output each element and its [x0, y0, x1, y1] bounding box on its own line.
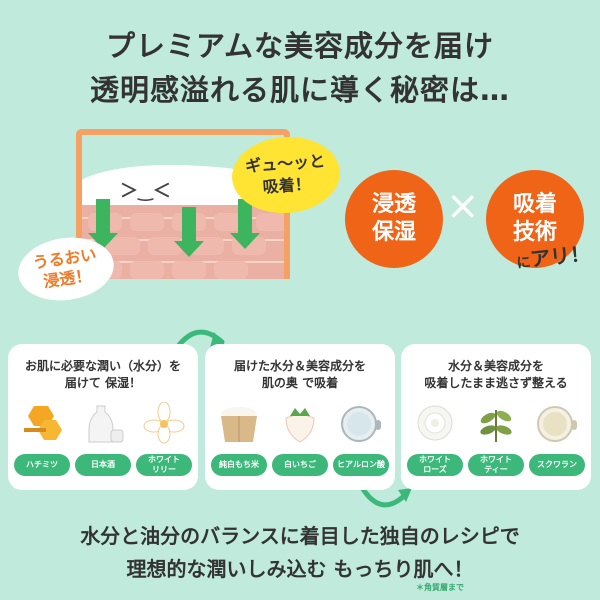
rice-box-icon — [221, 407, 257, 442]
speech-bubble-moisture: うるおい 浸透！ — [14, 231, 118, 307]
ingredient-label: 純白もち米 — [211, 454, 267, 476]
hyaluronic-cup-icon — [341, 406, 381, 442]
card-title-line-1: お肌に必要な潤い（水分）を — [24, 359, 181, 373]
ingredient-label: ホワイト リリー — [136, 454, 192, 476]
summary-line-2: 理想的な潤いしみ込む もっちり肌へ！ — [126, 557, 474, 581]
feature-line-2: 技術 — [512, 220, 557, 245]
squalane-cup-icon — [537, 406, 577, 442]
skin-cell — [172, 261, 206, 279]
feature-line-1: 浸透 — [371, 192, 416, 217]
feature-circle-penetration: 浸透 保湿 — [345, 170, 443, 268]
ingredient-card-absorb: 届けた水分＆美容成分を 肌の奥 で吸着 純白もち米 白いちご ヒアルロン酸 — [205, 344, 395, 490]
card-title-line-1: 水分＆美容成分を — [447, 359, 544, 373]
ingredient-item: ホワイト リリー — [134, 402, 194, 478]
ingredient-item: スクワラン — [527, 402, 587, 478]
skin-cell — [148, 237, 182, 255]
skin-cell — [130, 213, 164, 231]
card-title-line-2: 届けて 保湿！ — [64, 376, 142, 390]
sake-icon — [88, 405, 124, 443]
card-title: お肌に必要な潤い（水分）を 届けて 保湿！ — [8, 358, 198, 392]
ingredient-item: ヒアルロン酸 — [331, 402, 391, 478]
headline-line-2: 透明感溢れる肌に導く秘密は… — [89, 73, 510, 107]
ingredient-item: 日本酒 — [73, 402, 133, 478]
page-headline: プレミアムな美容成分を届け 透明感溢れる肌に導く秘密は… — [0, 24, 600, 112]
ingredient-item: 白いちご — [270, 402, 330, 478]
card-title-line-2: 肌の奥 で吸着 — [261, 376, 339, 390]
white-lily-icon — [143, 402, 185, 444]
ingredient-card-moisturize: お肌に必要な潤い（水分）を 届けて 保湿！ ハチミツ 日本酒 ホワイト リリー — [8, 344, 198, 490]
card-title-line-1: 届けた水分＆美容成分を — [233, 359, 366, 373]
ingredient-item: ホワイト ティー — [466, 402, 526, 478]
card-title-line-2: 吸着したまま逃さず整える — [424, 376, 568, 390]
summary-line-1: 水分と油分のバランスに着目した独自のレシピで — [80, 524, 520, 548]
footnote: ＊角質層まで — [416, 583, 464, 592]
card-title: 届けた水分＆美容成分を 肌の奥 で吸着 — [205, 358, 395, 392]
ingredient-label: ヒアルロン酸 — [333, 454, 389, 476]
card-title: 水分＆美容成分を 吸着したまま逃さず整える — [401, 358, 591, 392]
ingredient-item: ホワイト ローズ — [405, 402, 465, 478]
ingredient-label: 日本酒 — [75, 454, 131, 476]
ingredient-item: ハチミツ — [12, 402, 72, 478]
ingredient-label: ホワイト ティー — [468, 454, 524, 476]
ingredient-item: 純白もち米 — [209, 402, 269, 478]
ingredient-label: ホワイト ローズ — [407, 454, 463, 476]
white-tea-icon — [480, 410, 512, 442]
feature-line-1: 吸着 — [512, 192, 557, 217]
down-arrow-icon — [174, 207, 204, 257]
suffix-ari: アリ！ — [529, 241, 592, 272]
skin-cell — [256, 213, 284, 231]
down-arrow-icon — [88, 199, 118, 249]
honey-icon — [24, 406, 62, 440]
ingredient-card-retain: 水分＆美容成分を 吸着したまま逃さず整える ホワイト ローズ ホワイト ティー … — [401, 344, 591, 490]
multiply-icon: × — [446, 183, 480, 229]
feature-line-2: 保湿 — [371, 220, 416, 245]
ingredient-label: 白いちご — [272, 454, 328, 476]
smiling-face-icon: ＞‿＜ — [120, 181, 171, 202]
summary-text: 水分と油分のバランスに着目した独自のレシピで 理想的な潤いしみ込む もっちり肌へ… — [0, 520, 600, 586]
white-strawberry-icon — [285, 408, 315, 443]
ingredient-label: ハチミツ — [14, 454, 70, 476]
skin-cell — [214, 261, 248, 279]
headline-line-1: プレミアムな美容成分を届け — [106, 29, 494, 63]
skin-cell — [130, 261, 164, 279]
feature-circle-adsorption: 吸着 技術 — [486, 170, 584, 268]
white-rose-icon — [417, 405, 453, 441]
ingredient-label: スクワラン — [529, 454, 585, 476]
feature-suffix: にアリ！ — [515, 237, 592, 274]
curved-arrow-icon — [357, 481, 412, 508]
down-arrow-icon — [230, 199, 260, 249]
